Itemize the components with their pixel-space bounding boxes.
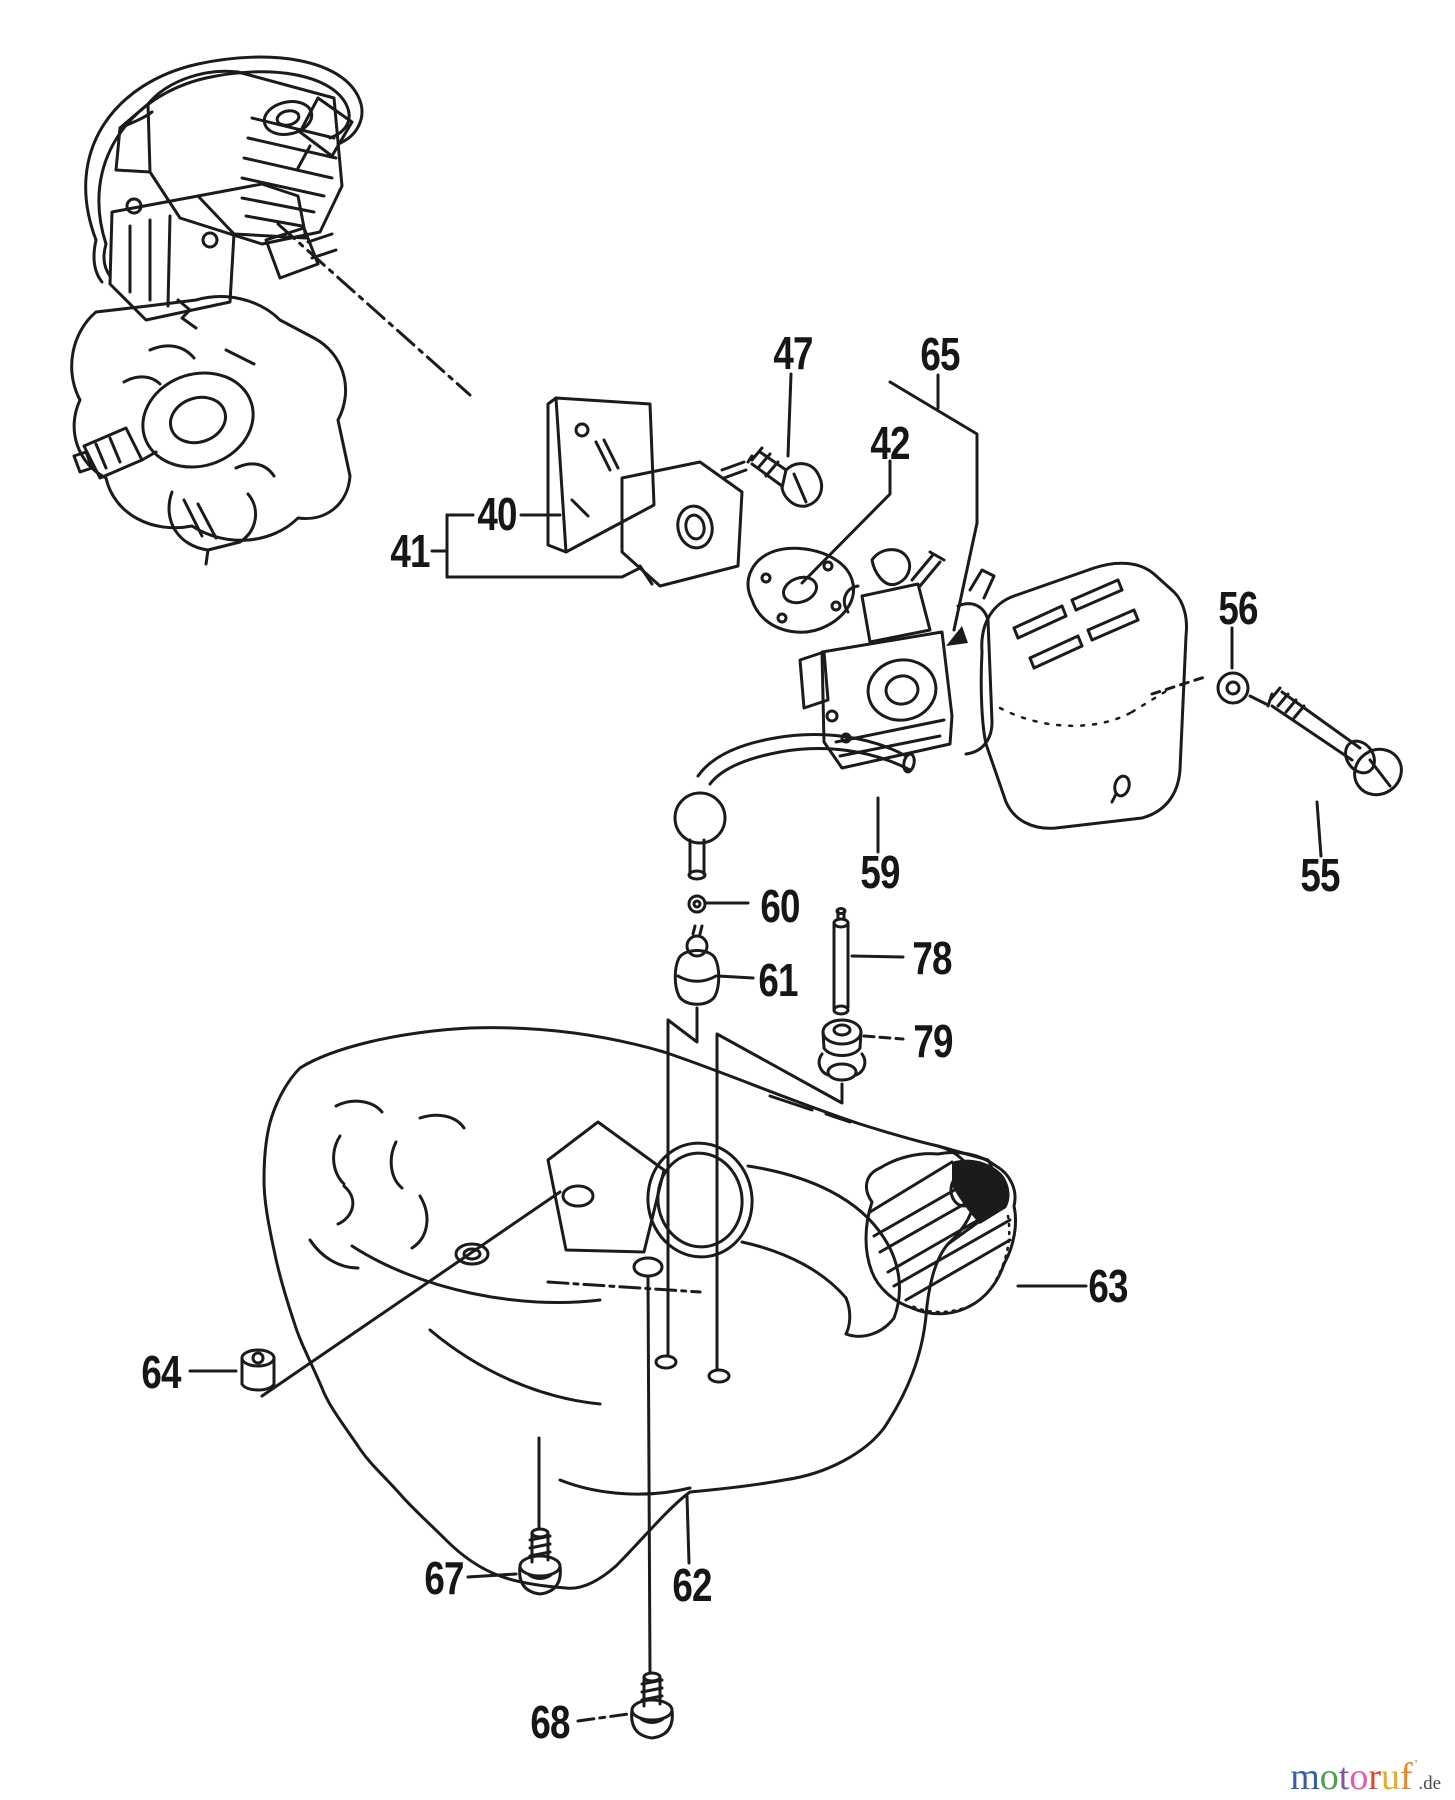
grommet-60-drawing bbox=[687, 894, 750, 914]
grommet-79-drawing bbox=[715, 1018, 905, 1372]
air-cleaner-cover-drawing bbox=[979, 561, 1188, 830]
logo-suffix: .de bbox=[1418, 1773, 1441, 1794]
bracket-plate-40-drawing bbox=[546, 396, 656, 554]
insulator-41-drawing bbox=[620, 460, 748, 588]
logo-letter-o2: o bbox=[1349, 1756, 1369, 1798]
engine-centerline bbox=[276, 222, 472, 397]
screw-67-drawing bbox=[466, 1436, 562, 1596]
bushing-64-drawing bbox=[188, 1190, 562, 1398]
motoruf-logo: motoruf’.de bbox=[1290, 1758, 1441, 1796]
washer-56-drawing bbox=[1150, 626, 1268, 706]
logo-letter-m: m bbox=[1290, 1756, 1320, 1798]
fuel-pickup-59-drawing bbox=[673, 733, 916, 881]
fuel-tank-62-drawing bbox=[262, 1026, 996, 1590]
gasket-42-drawing bbox=[746, 459, 892, 634]
logo-letter-f: f bbox=[1399, 1756, 1413, 1798]
filter-element-63-drawing bbox=[864, 1151, 1088, 1316]
breather-pipe-78-drawing bbox=[832, 907, 905, 1016]
label-bracket-65 bbox=[888, 373, 979, 646]
screw-47-drawing bbox=[746, 372, 823, 508]
fuel-filter-61-drawing bbox=[666, 924, 755, 1358]
logo-letter-o1: o bbox=[1319, 1756, 1339, 1798]
logo-letter-u: u bbox=[1380, 1756, 1400, 1798]
air-cleaner-plate-drawing bbox=[956, 568, 996, 756]
logo-letter-t: t bbox=[1338, 1756, 1350, 1798]
engine-assembly-drawing bbox=[70, 55, 364, 566]
label-bracket-40-41 bbox=[430, 513, 642, 579]
logo-tick: ’ bbox=[1413, 1758, 1419, 1773]
logo-letter-r: r bbox=[1368, 1756, 1381, 1798]
screw-68-drawing bbox=[576, 1276, 674, 1740]
bolt-55-drawing bbox=[1266, 686, 1403, 858]
